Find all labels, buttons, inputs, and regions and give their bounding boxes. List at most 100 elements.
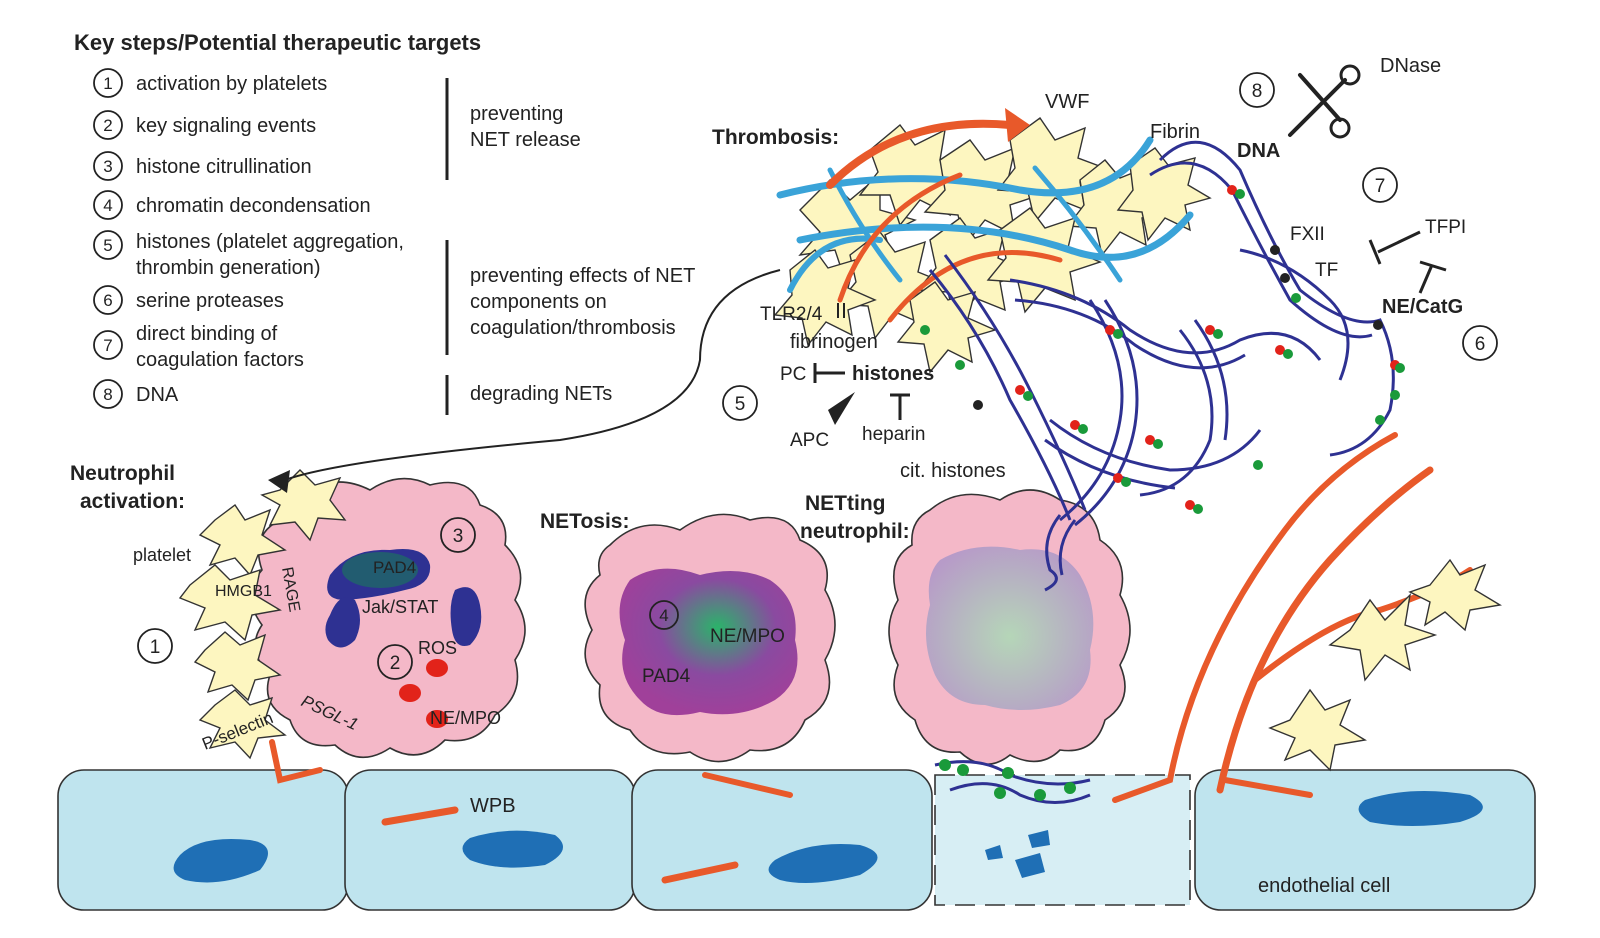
- svg-text:1: 1: [103, 74, 112, 93]
- nucleus-lobe: [450, 587, 482, 646]
- heparin-label: heparin: [862, 424, 925, 445]
- svg-text:key signaling events: key signaling events: [136, 115, 316, 137]
- svg-text:5: 5: [103, 236, 112, 255]
- netosis-nucleus: [619, 568, 798, 716]
- svg-text:4: 4: [103, 196, 112, 215]
- svg-text:8: 8: [1252, 81, 1263, 102]
- granule: [426, 659, 448, 677]
- svg-text:2: 2: [103, 116, 112, 135]
- wpb: [661, 861, 739, 884]
- endothelial-nucleus: [462, 830, 563, 868]
- marker-1: 1: [137, 628, 173, 664]
- legend-step-4: 4 chromatin decondensation: [93, 190, 371, 220]
- inhibition-necatg-tfpi: [1418, 260, 1447, 294]
- svg-text:coagulation factors: coagulation factors: [136, 349, 304, 371]
- platelet: [1268, 688, 1367, 772]
- ne-catg-label: NE/CatG: [1382, 296, 1463, 318]
- endothelial-nucleus: [768, 844, 878, 884]
- svg-text:activation by platelets: activation by platelets: [136, 73, 327, 95]
- endothelial-nucleus: [1358, 791, 1483, 826]
- netosis-neutrophil: 4 NE/MPO PAD4: [584, 513, 836, 763]
- netting-nucleus: [926, 546, 1094, 710]
- marker-3: 3: [440, 517, 476, 553]
- legend-step-3: 3 histone citrullination: [93, 151, 312, 181]
- svg-text:serine proteases: serine proteases: [136, 290, 284, 312]
- group-2-line1: preventing effects of NET: [470, 265, 695, 287]
- svg-text:7: 7: [103, 336, 112, 355]
- wpb-label: WPB: [470, 795, 516, 817]
- vwf-label: VWF: [1045, 91, 1089, 113]
- svg-text:4: 4: [659, 606, 668, 625]
- svg-text:6: 6: [103, 291, 112, 310]
- netting-label: neutrophil:: [800, 520, 910, 543]
- svg-text:direct binding of: direct binding of: [136, 323, 278, 345]
- fibrinogen-label: fibrinogen: [790, 331, 878, 353]
- marker-4: [649, 600, 679, 630]
- activated-neutrophil: PAD4 Jak/STAT ROS NE/MPO: [250, 477, 526, 759]
- wpb: [381, 806, 459, 826]
- svg-text:8: 8: [103, 385, 112, 404]
- pad4-nucleus-glow: [342, 552, 418, 588]
- dna-net: [928, 140, 1395, 592]
- legend-step-1: 1 activation by platelets: [93, 68, 327, 98]
- nucleus-fragment: [985, 845, 1003, 860]
- svg-text:DNA: DNA: [136, 384, 179, 406]
- endothelial-cell-label: endothelial cell: [1258, 875, 1390, 897]
- svg-text:histones (platelet aggregation: histones (platelet aggregation,: [136, 231, 404, 253]
- legend-step-6: 6 serine proteases: [93, 285, 284, 315]
- platelet: [198, 689, 287, 760]
- svg-text:7: 7: [1375, 176, 1386, 197]
- histones-label: histones: [852, 363, 934, 385]
- ros-label: ROS: [418, 638, 457, 658]
- granule: [399, 684, 421, 702]
- endothelium: WPB endothelial cell: [57, 769, 1536, 911]
- svg-text:6: 6: [1475, 334, 1486, 355]
- platelets-activation: [178, 469, 347, 760]
- svg-text:1: 1: [150, 637, 161, 658]
- jak-stat-label: Jak/STAT: [362, 597, 438, 617]
- marker-7: 7: [1362, 167, 1398, 203]
- dna-label: DNA: [1237, 140, 1280, 162]
- apc-label: APC: [790, 430, 829, 451]
- nucleus-fragment: [1015, 853, 1045, 878]
- group-1-line1: preventing: [470, 103, 563, 125]
- svg-text:5: 5: [735, 394, 746, 415]
- tfpi-label: TFPI: [1425, 217, 1466, 238]
- inhibition-histones-pc: [813, 363, 845, 383]
- tlr-receptor: [837, 303, 845, 318]
- platelets-adherent: [1268, 558, 1502, 772]
- platelet-label: platelet: [133, 545, 191, 565]
- ne-mpo-label-2: NE/MPO: [710, 626, 785, 647]
- inhibition-tfpi-tf: [1368, 230, 1421, 265]
- pad4-label-2: PAD4: [642, 666, 691, 687]
- platelet: [178, 564, 282, 642]
- nucleus-lobe: [325, 597, 360, 648]
- platelet: [1328, 592, 1438, 682]
- group-2-line3: coagulation/thrombosis: [470, 317, 676, 339]
- legend-step-2: 2 key signaling events: [93, 110, 316, 140]
- legend: Key steps/Potential therapeutic targets …: [74, 30, 695, 415]
- group-2-line2: components on: [470, 291, 607, 313]
- marker-6: 6: [1462, 325, 1498, 361]
- platelet: [1408, 558, 1502, 632]
- netting-neutrophil: [888, 489, 1131, 766]
- net-dna-endothelium: [934, 759, 1091, 804]
- thrombosis-label: Thrombosis:: [712, 126, 839, 149]
- legend-title: Key steps/Potential therapeutic targets: [74, 30, 481, 55]
- group-3-line1: degrading NETs: [470, 383, 612, 405]
- vwf-in-thrombus: [826, 108, 1063, 323]
- cit-histones-label: cit. histones: [900, 460, 1006, 482]
- damaged-endothelial-cell: [934, 774, 1191, 906]
- dnase-label: DNase: [1380, 55, 1441, 77]
- netosis-label: NETosis:: [540, 510, 629, 533]
- svg-text:3: 3: [103, 157, 112, 176]
- marker-8: 8: [1239, 72, 1275, 108]
- svg-text:2: 2: [390, 653, 401, 674]
- inhibition-heparin-histones: [890, 393, 910, 420]
- granule: [426, 710, 448, 728]
- neutrophil-activation-label: Neutrophil: [70, 462, 175, 485]
- nucleus-fragment: [1028, 830, 1050, 848]
- link-arrow: [284, 269, 781, 481]
- svg-text:3: 3: [453, 526, 464, 547]
